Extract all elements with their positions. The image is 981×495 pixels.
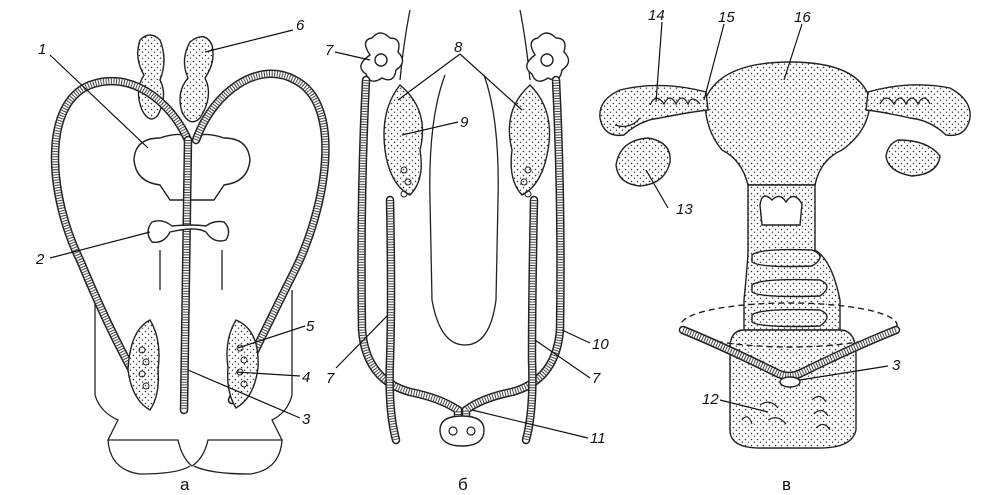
label-13: 13 [676, 201, 693, 218]
label-7a: 7 [325, 42, 334, 59]
label-14: 14 [648, 7, 665, 24]
label-5: 5 [306, 318, 315, 335]
label-11: 11 [590, 430, 606, 447]
panel-a: 1 2 3 4 5 6 а [35, 17, 325, 494]
label-15: 15 [718, 9, 735, 26]
sinus [440, 416, 484, 446]
seminal-gland-right [227, 320, 258, 408]
panel-c: 14 15 16 13 3 12 в [600, 7, 970, 494]
organ-right [509, 85, 549, 195]
label-1: 1 [38, 41, 46, 58]
label-16: 16 [794, 9, 811, 26]
panel-a-body-outline [95, 290, 292, 466]
label-10: 10 [592, 336, 609, 353]
opening-3 [780, 377, 800, 387]
label-12: 12 [702, 391, 719, 408]
label-4: 4 [302, 369, 310, 386]
ovary-right [886, 140, 940, 176]
label-3c: 3 [892, 357, 901, 374]
panel-b-leaders [335, 52, 590, 438]
ovary-left [616, 138, 670, 186]
label-9: 9 [460, 114, 469, 131]
flower-left [361, 33, 403, 81]
label-6: 6 [296, 17, 305, 34]
label-8: 8 [454, 39, 463, 56]
caption-b: б [458, 475, 468, 494]
tube-right [866, 85, 970, 136]
organ-left [384, 85, 423, 195]
uterus-body [705, 62, 870, 185]
caption-a: а [180, 475, 190, 494]
panel-b: 7 8 9 7 7 10 11 б [325, 10, 609, 494]
seminal-gland-left [128, 320, 159, 410]
tube-left [600, 85, 708, 135]
label-7b: 7 [326, 370, 335, 387]
caption-v: в [782, 475, 791, 494]
label-2: 2 [35, 251, 45, 268]
label-3a: 3 [302, 411, 311, 428]
flower-right [527, 33, 569, 81]
label-7c: 7 [592, 370, 601, 387]
